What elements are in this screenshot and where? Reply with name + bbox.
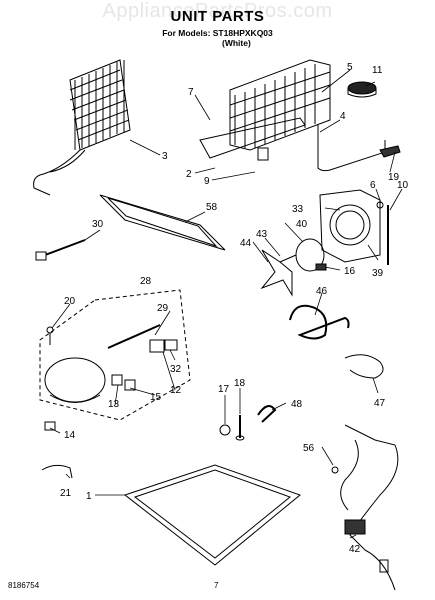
callout-46: 46 xyxy=(316,286,328,297)
fan-shroud xyxy=(319,189,389,265)
callout-3: 3 xyxy=(162,151,168,162)
callout-33: 33 xyxy=(292,204,304,215)
callout-20: 20 xyxy=(64,296,76,307)
callout-56: 56 xyxy=(303,443,315,454)
callout-9: 9 xyxy=(204,176,210,187)
models-line: For Models: ST18HPXKQ03 xyxy=(162,28,273,38)
callout-42: 42 xyxy=(349,544,361,555)
callout-12: 12 xyxy=(170,385,182,396)
condenser-coil xyxy=(33,59,131,196)
callout-40: 40 xyxy=(296,219,308,230)
evaporator-assembly xyxy=(199,59,331,161)
callout-13: 13 xyxy=(108,399,120,410)
callout-1: 1 xyxy=(86,491,92,502)
callout-7: 7 xyxy=(188,87,194,98)
part-46-tubing xyxy=(289,304,350,340)
part-1-base-pan xyxy=(123,464,302,566)
model-variant: (White) xyxy=(222,38,251,48)
callout-10: 10 xyxy=(397,180,409,191)
callout-18: 18 xyxy=(234,378,246,389)
watermark: AppliancePartsPros.com xyxy=(102,0,333,22)
callout-43: 43 xyxy=(256,229,268,240)
callout-44: 44 xyxy=(240,238,252,249)
part-4-harness xyxy=(317,125,386,172)
callout-29: 29 xyxy=(157,303,169,314)
callout-39: 39 xyxy=(372,268,384,279)
page-number: 7 xyxy=(214,581,219,590)
part-47-tubing xyxy=(344,354,384,379)
callout-2: 2 xyxy=(186,169,192,180)
callout-15: 15 xyxy=(150,392,162,403)
part-48-tube xyxy=(257,405,277,423)
callout-48: 48 xyxy=(291,399,303,410)
leader-lines xyxy=(49,69,403,539)
part-21-cord xyxy=(41,464,73,479)
part-42-wire-harness xyxy=(331,424,399,591)
callout-14: 14 xyxy=(64,430,76,441)
callout-17: 17 xyxy=(218,384,230,395)
callout-labels: 1 2 3 4 5 6 7 9 10 11 12 13 14 15 16 17 … xyxy=(60,62,409,555)
callout-6: 6 xyxy=(370,180,376,191)
callout-58: 58 xyxy=(206,202,218,213)
callout-28: 28 xyxy=(140,276,152,287)
page-title: UNIT PARTS xyxy=(170,8,265,25)
callout-19: 19 xyxy=(388,172,400,183)
callout-47: 47 xyxy=(374,398,386,409)
callout-21: 21 xyxy=(60,488,72,499)
callout-30: 30 xyxy=(92,219,104,230)
part-30-harness xyxy=(35,239,86,261)
callout-4: 4 xyxy=(340,111,346,122)
callout-5: 5 xyxy=(347,62,353,73)
compressor-group xyxy=(39,289,191,431)
part-19-connector xyxy=(379,145,401,158)
doc-number: 8186754 xyxy=(8,581,40,590)
callout-16: 16 xyxy=(344,266,356,277)
callout-32: 32 xyxy=(170,364,182,375)
parts-17-18 xyxy=(219,415,245,441)
part-11-cap xyxy=(347,81,377,98)
part-58-drain-pan xyxy=(99,194,226,251)
callout-11: 11 xyxy=(372,65,383,76)
